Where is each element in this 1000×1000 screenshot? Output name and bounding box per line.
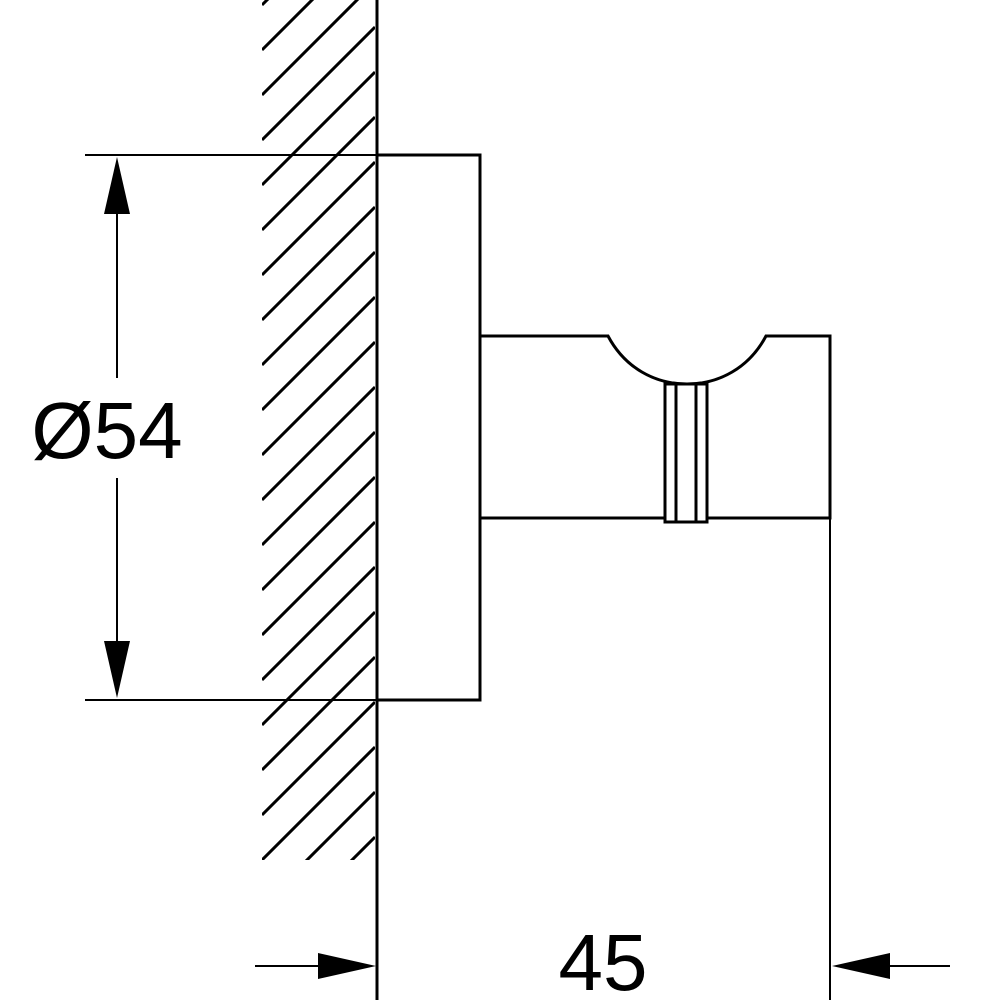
diameter-arrow-bottom [104, 641, 130, 698]
depth-arrow-right [832, 953, 890, 979]
rosette-outline [377, 153, 482, 702]
wall-hatching [262, 0, 375, 860]
diameter-label: Ø54 [31, 386, 182, 475]
depth-arrow-left [318, 953, 376, 979]
depth-dimension [255, 518, 950, 1000]
diameter-arrow-top [104, 157, 130, 214]
hook-groove [663, 382, 709, 524]
hook-body-outline [480, 334, 832, 520]
depth-label: 45 [559, 918, 648, 1000]
diameter-dimension [85, 154, 377, 701]
